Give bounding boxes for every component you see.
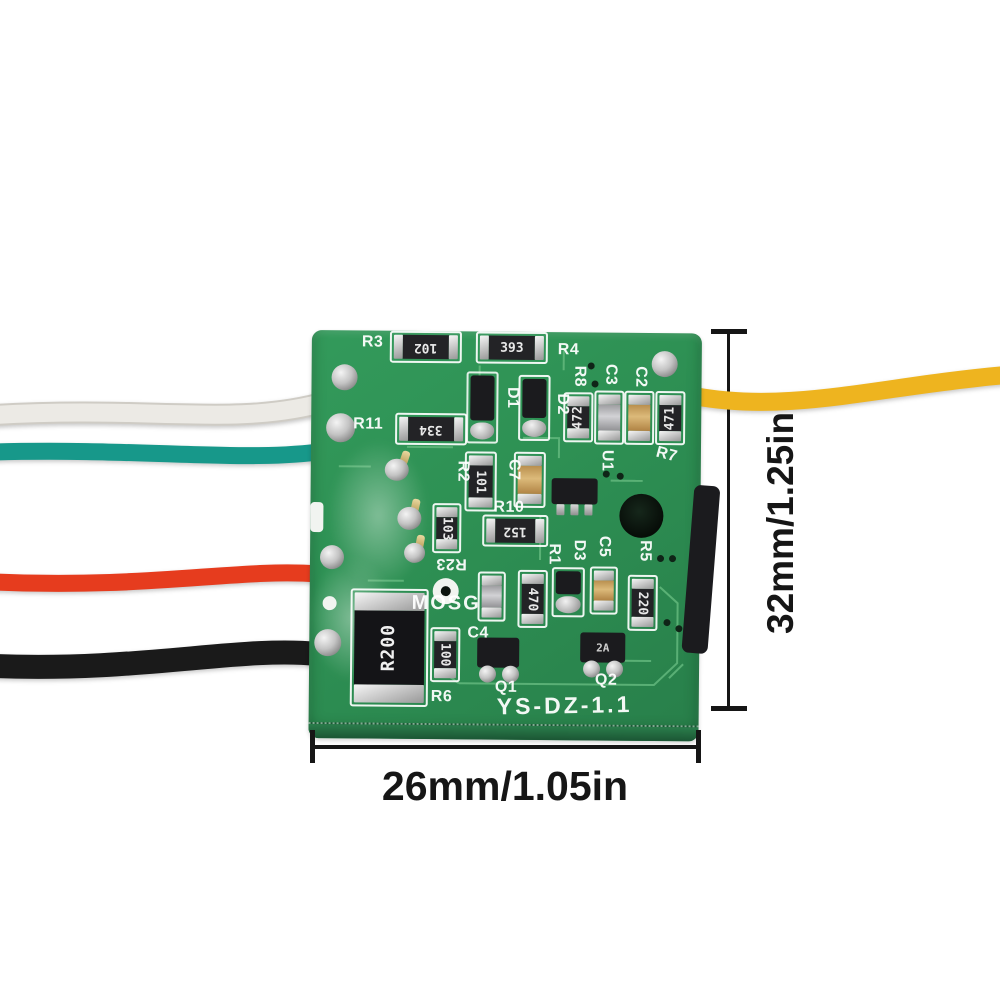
resistor-r23: 103 bbox=[432, 503, 462, 554]
silkscreen-label-r4: R4 bbox=[557, 341, 580, 359]
resistor-r1: 470 bbox=[517, 569, 548, 629]
white-dot bbox=[322, 596, 337, 611]
silkscreen-label-c2: C2 bbox=[632, 366, 650, 388]
capacitor-c2 bbox=[624, 390, 655, 445]
silkscreen-label-r11: R11 bbox=[353, 415, 384, 433]
solder-joint bbox=[319, 545, 345, 570]
diode-d3 bbox=[551, 567, 585, 618]
white-wire bbox=[0, 395, 327, 424]
capacitor-c3 bbox=[594, 390, 625, 445]
silkscreen-label-d3: D3 bbox=[570, 539, 588, 562]
solder-joint bbox=[478, 665, 497, 683]
resistor-r10: 152 bbox=[482, 514, 549, 548]
silkscreen-board-model: YS-DZ-1.1 bbox=[496, 691, 633, 720]
yellow-wire bbox=[685, 366, 1000, 411]
height-dimension-line bbox=[727, 332, 730, 710]
diode-d2 bbox=[518, 374, 551, 442]
solder-joint bbox=[403, 542, 426, 563]
silkscreen-label-r5: R5 bbox=[636, 540, 654, 562]
silkscreen-label-r6: R6 bbox=[430, 688, 453, 706]
silkscreen-label-q2: Q2 bbox=[594, 671, 618, 689]
solder-joint bbox=[326, 413, 356, 443]
silkscreen-label-r3: R3 bbox=[361, 333, 384, 351]
resistor-r4: 393 bbox=[475, 331, 548, 365]
solder-joint bbox=[314, 629, 342, 657]
silkscreen-label-d2: D2 bbox=[553, 393, 572, 415]
teal-wire bbox=[0, 442, 327, 465]
height-dimension-tick-bottom bbox=[711, 706, 747, 711]
solder-joint bbox=[651, 350, 678, 378]
via bbox=[587, 362, 595, 370]
diode-d1 bbox=[466, 371, 499, 444]
via bbox=[668, 555, 677, 563]
via bbox=[591, 380, 599, 388]
silkscreen-label-c5: C5 bbox=[595, 535, 613, 558]
width-dimension-label: 26mm/1.05in bbox=[381, 763, 629, 809]
silkscreen-label-c7: C7 bbox=[505, 458, 523, 481]
resistor-r3: 102 bbox=[389, 330, 462, 364]
silkscreen-label-r2: R2 bbox=[454, 460, 472, 483]
width-dimension-tick-right bbox=[696, 730, 701, 763]
mounting-hole bbox=[619, 493, 664, 539]
board-bottom-edge bbox=[308, 721, 699, 742]
ic-leg bbox=[556, 504, 565, 516]
pcb-board: 102 393 334 152 101 472 471 103 470 220 bbox=[308, 330, 721, 742]
capacitor-c5 bbox=[589, 566, 618, 615]
ic-u1 bbox=[551, 478, 598, 505]
silkscreen-label-r1: R1 bbox=[545, 543, 563, 565]
resistor-r6: 100 bbox=[429, 627, 461, 683]
width-dimension-tick-left bbox=[310, 730, 315, 763]
transistor-q1 bbox=[477, 637, 520, 668]
silkscreen-label-r23: R23 bbox=[435, 555, 467, 573]
via bbox=[616, 472, 624, 480]
silkscreen-label-r10: R10 bbox=[493, 498, 525, 516]
silkscreen-label-c3: C3 bbox=[602, 363, 620, 386]
solder-joint bbox=[397, 506, 422, 530]
solder-joint bbox=[384, 458, 409, 481]
via bbox=[602, 470, 610, 478]
resistor-r7: 471 bbox=[655, 390, 686, 446]
transistor-q2: 2A bbox=[580, 632, 626, 663]
silkscreen-label-d1: D1 bbox=[504, 386, 522, 409]
width-dimension-line bbox=[312, 745, 700, 749]
silkscreen-label-r8: R8 bbox=[571, 365, 589, 388]
ic-leg bbox=[584, 504, 593, 516]
via bbox=[656, 555, 665, 563]
silkscreen-label-u1: U1 bbox=[598, 449, 616, 472]
ic-leg bbox=[570, 504, 579, 516]
via bbox=[675, 625, 683, 633]
capacitor-c4 bbox=[477, 571, 506, 622]
solder-joint bbox=[331, 364, 358, 391]
height-dimension-tick-top bbox=[711, 329, 747, 334]
black-wire bbox=[0, 640, 330, 679]
via bbox=[663, 619, 671, 627]
resistor-r11: 334 bbox=[395, 412, 468, 446]
edge-reflection bbox=[310, 501, 324, 533]
red-wire bbox=[0, 564, 327, 592]
silkscreen-label-c4: C4 bbox=[467, 624, 489, 642]
silkscreen-label-mosg: MOSG bbox=[411, 591, 481, 615]
resistor-r5: 220 bbox=[627, 574, 658, 632]
